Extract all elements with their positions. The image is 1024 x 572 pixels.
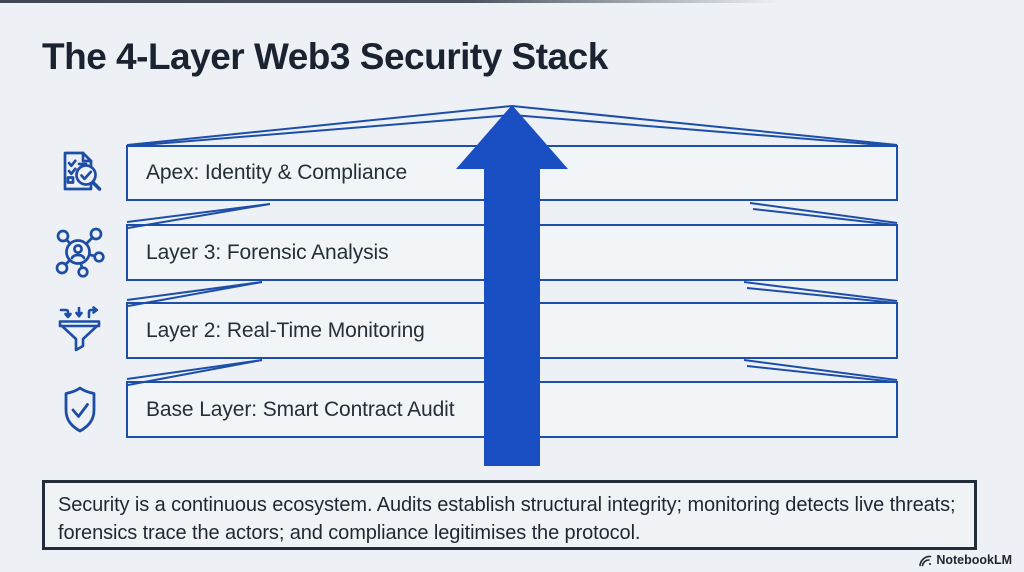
summary-text: Security is a continuous ecosystem. Audi… bbox=[58, 494, 956, 544]
document-audit-magnifier-icon bbox=[53, 147, 107, 201]
page-title: The 4-Layer Web3 Security Stack bbox=[42, 36, 608, 77]
watermark-label: NotebookLM bbox=[936, 553, 1012, 567]
network-nodes-person-icon bbox=[53, 226, 107, 280]
layer-label-base: Base Layer: Smart Contract Audit bbox=[146, 397, 455, 421]
layer-label-3: Layer 3: Forensic Analysis bbox=[146, 240, 389, 264]
notebooklm-logo-icon bbox=[919, 555, 932, 566]
shield-checkmark-icon bbox=[53, 383, 107, 437]
layer-label-apex: Apex: Identity & Compliance bbox=[146, 161, 408, 184]
top-edge-artifact bbox=[0, 0, 780, 3]
funnel-intake-arrows-icon bbox=[53, 304, 107, 358]
summary-box: Security is a continuous ecosystem. Audi… bbox=[42, 480, 977, 550]
layer-label-2: Layer 2: Real-Time Monitoring bbox=[146, 318, 425, 342]
watermark: NotebookLM bbox=[918, 553, 1012, 567]
apex-roof-lines bbox=[126, 105, 898, 147]
fold-lines bbox=[126, 202, 898, 386]
upward-arrow bbox=[456, 105, 568, 466]
